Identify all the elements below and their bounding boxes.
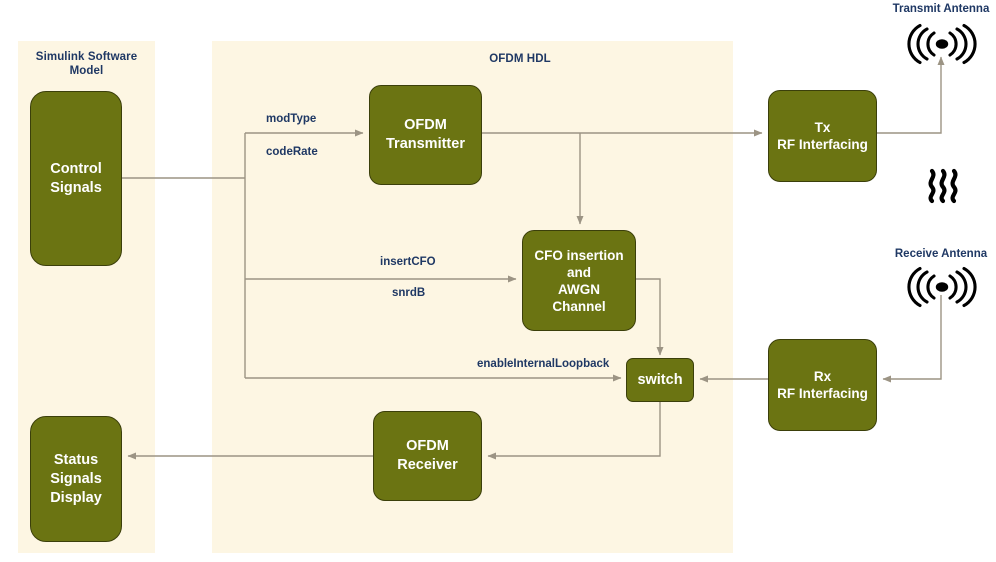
rf-wave-icon xyxy=(928,168,958,204)
signal-label-enableinternalloopback: enableInternalLoopback xyxy=(477,358,610,370)
signal-label-coderate: codeRate xyxy=(266,146,318,158)
block-switch[interactable]: switch xyxy=(626,358,694,402)
block-tx-rf-interfacing[interactable]: Tx RF Interfacing xyxy=(768,90,877,182)
block-ofdm-receiver[interactable]: OFDM Receiver xyxy=(373,411,482,501)
signal-label-modtype: modType xyxy=(266,113,317,125)
block-status-signals-display[interactable]: Status Signals Display xyxy=(30,416,122,542)
signal-label-insertcfo: insertCFO xyxy=(380,256,436,268)
antenna-label-receive: Receive Antenna xyxy=(894,248,988,260)
block-cfo-awgn-channel[interactable]: CFO insertion and AWGN Channel xyxy=(522,230,636,331)
block-rx-rf-interfacing[interactable]: Rx RF Interfacing xyxy=(768,339,877,431)
block-ofdm-transmitter[interactable]: OFDM Transmitter xyxy=(369,85,482,185)
panel-title-simulink: Simulink Software Model xyxy=(35,51,138,77)
panel-title-ofdm-hdl: OFDM HDL xyxy=(489,53,551,65)
receive-antenna-icon xyxy=(907,266,977,308)
signal-label-snrdb: snrdB xyxy=(392,287,426,299)
block-control-signals[interactable]: Control Signals xyxy=(30,91,122,266)
transmit-antenna-icon xyxy=(907,23,977,65)
antenna-label-transmit: Transmit Antenna xyxy=(892,3,990,15)
